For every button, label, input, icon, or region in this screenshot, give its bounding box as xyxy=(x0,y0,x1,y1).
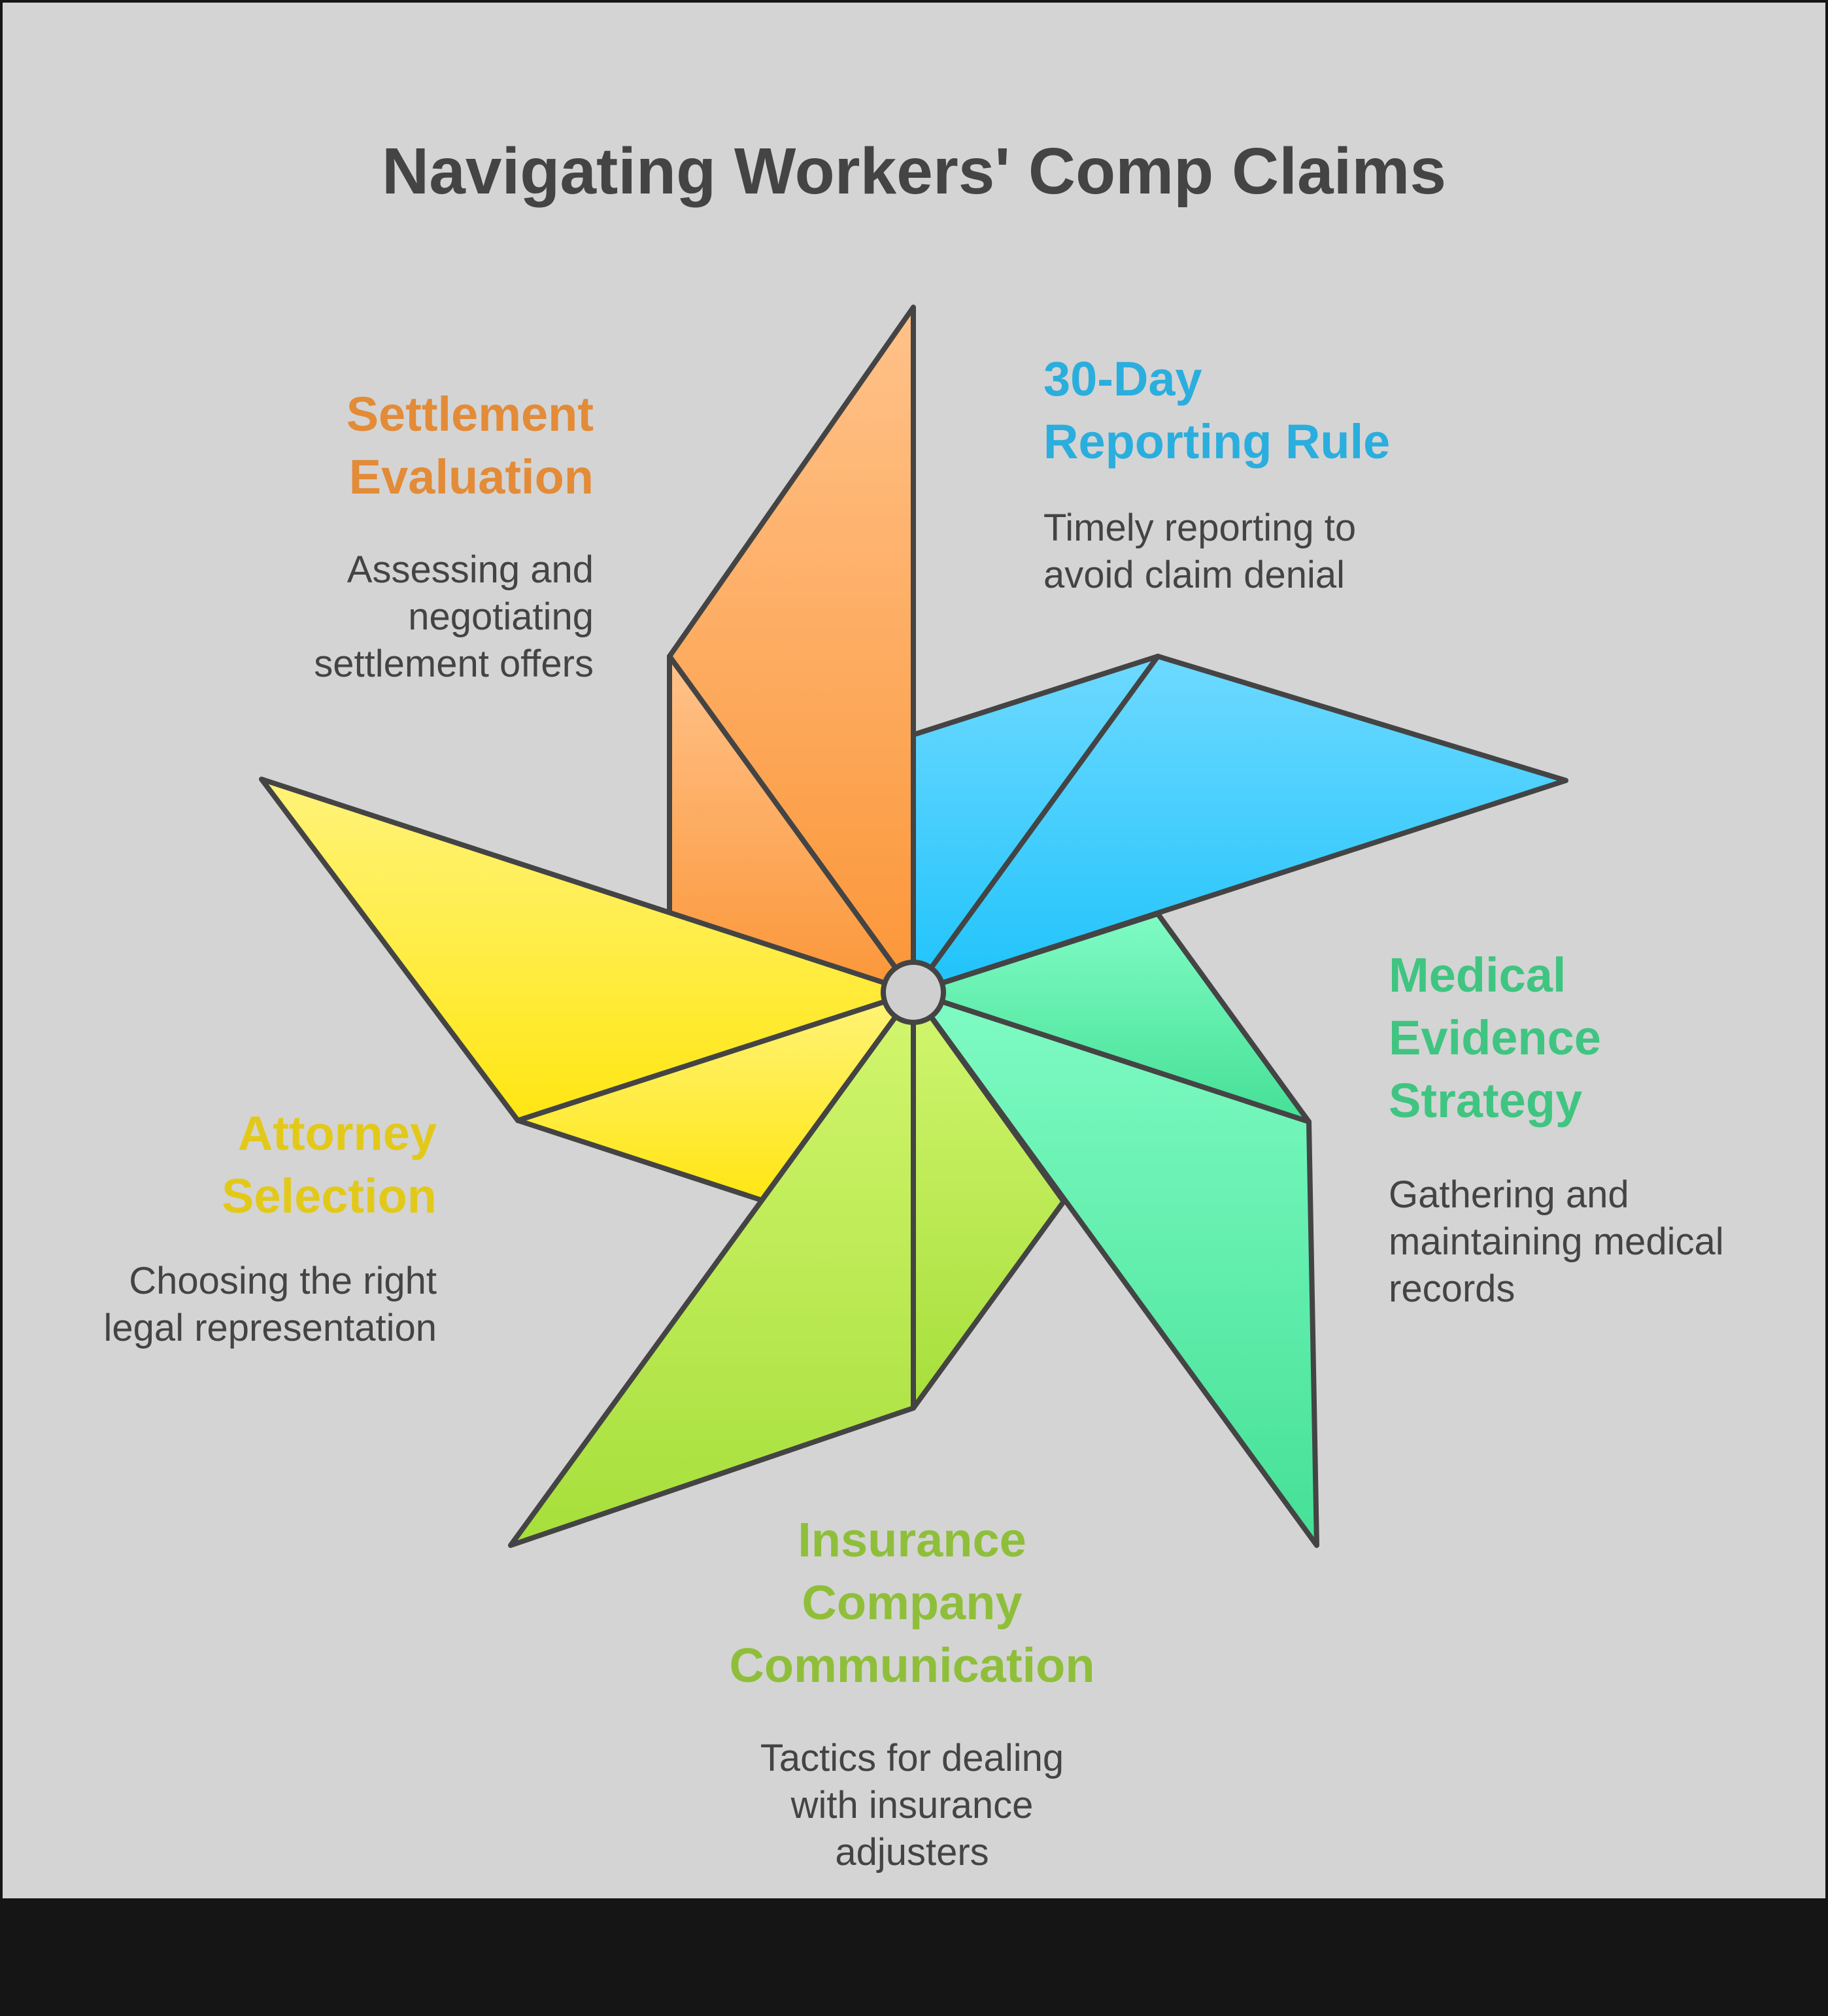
attorney-description: Choosing the right legal representation xyxy=(39,1258,437,1352)
reporting-heading-line-1: 30-Day xyxy=(1043,352,1202,406)
settlement-description-line-3: settlement offers xyxy=(314,643,594,685)
insurance-description-line-3: adjusters xyxy=(835,1831,989,1873)
medical-description-line-1: Gathering and xyxy=(1389,1173,1629,1216)
reporting-blade-outer xyxy=(911,654,1568,995)
settlement-description: Assessing and negotiating settlement off… xyxy=(196,546,594,688)
settlement-description-line-2: negotiating xyxy=(408,596,594,638)
attorney-description-line-2: legal representation xyxy=(103,1307,437,1349)
settlement-heading: Settlement Evaluation xyxy=(196,383,594,509)
insurance-heading-line-3: Communication xyxy=(729,1638,1095,1692)
medical-description-line-3: records xyxy=(1389,1268,1515,1310)
settlement-heading-line-1: Settlement xyxy=(346,387,594,441)
insurance-description: Tactics for dealing with insurance adjus… xyxy=(654,1735,1170,1876)
insurance-description-line-1: Tactics for dealing xyxy=(760,1737,1064,1779)
pinwheel-hub xyxy=(881,960,946,1025)
settlement-description-line-1: Assessing and xyxy=(347,548,594,591)
reporting-description-line-2: avoid claim denial xyxy=(1043,554,1346,596)
insurance-heading-line-1: Insurance xyxy=(798,1513,1026,1567)
insurance-description-line-2: with insurance xyxy=(790,1784,1034,1826)
reporting-heading: 30-Day Reporting Rule xyxy=(1043,348,1501,473)
reporting-description-line-1: Timely reporting to xyxy=(1043,507,1357,549)
medical-heading-line-1: Medical xyxy=(1389,948,1566,1002)
attorney-heading: Attorney Selection xyxy=(52,1102,437,1228)
settlement-heading-line-2: Evaluation xyxy=(348,450,594,504)
reporting-description: Timely reporting to avoid claim denial xyxy=(1043,505,1501,599)
insurance-heading-line-2: Company xyxy=(802,1575,1023,1630)
medical-heading: Medical Evidence Strategy xyxy=(1389,944,1807,1132)
medical-heading-line-3: Strategy xyxy=(1389,1073,1583,1128)
insurance-heading: Insurance Company Communication xyxy=(654,1509,1170,1697)
medical-description: Gathering and maintaining medical record… xyxy=(1389,1171,1814,1313)
attorney-heading-line-1: Attorney xyxy=(237,1106,437,1160)
medical-description-line-2: maintaining medical xyxy=(1389,1220,1724,1263)
medical-heading-line-2: Evidence xyxy=(1389,1011,1601,1065)
attorney-heading-line-2: Selection xyxy=(222,1169,437,1223)
page-title: Navigating Workers' Comp Claims xyxy=(382,135,1446,208)
reporting-heading-line-2: Reporting Rule xyxy=(1043,414,1391,469)
attorney-description-line-1: Choosing the right xyxy=(129,1260,437,1302)
attorney-blade-outer xyxy=(259,777,916,1123)
